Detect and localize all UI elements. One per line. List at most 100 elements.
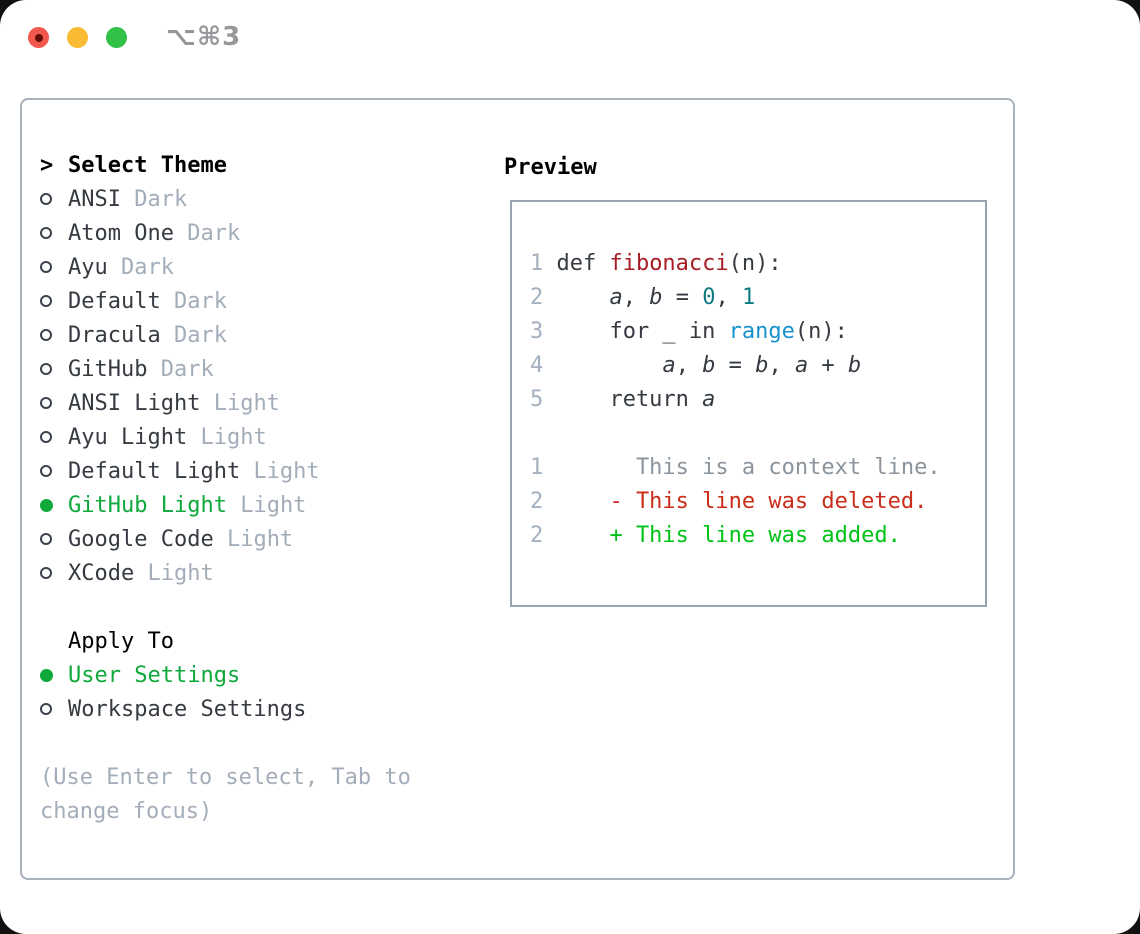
code-token-number: 1: [741, 285, 756, 310]
preview-title: Preview: [504, 155, 597, 180]
radio-icon: [40, 397, 52, 409]
code-token-deleted: - This line was deleted.: [556, 489, 928, 514]
theme-option-dracula[interactable]: Dracula Dark: [40, 319, 470, 353]
prompt-arrow-icon: >: [40, 153, 54, 178]
theme-variant-tag: Dark: [187, 221, 241, 246]
apply-to-option-label: User Settings: [68, 663, 241, 688]
theme-name: Ayu Light: [68, 425, 188, 450]
radio-icon: [40, 227, 52, 239]
minimize-button[interactable]: [67, 27, 88, 48]
theme-name: Ayu: [68, 255, 108, 280]
radio-selected-icon: [40, 498, 53, 512]
radio-icon: [40, 703, 52, 715]
code-token-function: fibonacci: [609, 251, 729, 276]
theme-option-github[interactable]: GitHub Dark: [40, 353, 470, 387]
theme-option-default-light[interactable]: Default Light Light: [40, 455, 470, 489]
line-number: 2: [530, 285, 544, 310]
line-number: 1: [530, 251, 544, 276]
keyboard-hint: (Use Enter to select, Tab to change focu…: [40, 765, 411, 824]
line-number: 5: [530, 387, 544, 412]
code-token-plain: (n):: [794, 319, 848, 344]
apply-to-option-label: Workspace Settings: [68, 697, 307, 722]
line-number: 3: [530, 319, 544, 344]
code-token-variable: b: [649, 285, 663, 310]
theme-option-xcode[interactable]: XCode Light: [40, 557, 470, 591]
theme-variant-tag: Light: [226, 527, 294, 552]
code-line: 2 a, b = 0, 1: [530, 281, 985, 315]
code-token-plain: +: [808, 353, 848, 378]
code-token-plain: [556, 353, 662, 378]
apply-to-option-workspace-settings[interactable]: Workspace Settings: [40, 693, 470, 727]
apply-to-title: Apply To: [68, 629, 174, 654]
code-token-variable: a: [702, 387, 716, 412]
theme-option-ansi[interactable]: ANSI Dark: [40, 183, 470, 217]
code-token-plain: return: [556, 387, 703, 412]
code-token-context: This is a context line.: [556, 455, 941, 480]
code-token-added: + This line was added.: [556, 523, 901, 548]
theme-name: ANSI Light: [68, 391, 201, 416]
theme-variant-tag: Dark: [134, 187, 188, 212]
line-number: 1: [530, 455, 544, 480]
zoom-button[interactable]: [106, 27, 127, 48]
code-token-plain: (n):: [728, 251, 782, 276]
diff-line-context: 1 This is a context line.: [530, 451, 985, 485]
code-line: 5 return a: [530, 383, 985, 417]
theme-variant-tag: Light: [147, 561, 214, 586]
code-token-variable: b: [755, 353, 769, 378]
radio-icon: [40, 261, 52, 273]
radio-icon: [40, 363, 52, 375]
code-token-plain: ,: [768, 353, 795, 378]
code-token-variable: a: [662, 353, 676, 378]
radio-icon: [40, 295, 52, 307]
theme-name: XCode: [68, 561, 135, 586]
window-shortcut-label: ⌥⌘3: [166, 22, 242, 52]
code-token-plain: [556, 285, 609, 310]
radio-icon: [40, 465, 52, 477]
theme-name: Dracula: [68, 323, 161, 348]
theme-option-default[interactable]: Default Dark: [40, 285, 470, 319]
theme-option-atom-one[interactable]: Atom One Dark: [40, 217, 470, 251]
theme-option-ayu-light[interactable]: Ayu Light Light: [40, 421, 470, 455]
theme-variant-tag: Light: [253, 459, 320, 484]
theme-variant-tag: Dark: [173, 323, 227, 348]
code-token-builtin: range: [728, 319, 795, 344]
code-token-variable: b: [847, 353, 862, 378]
theme-option-github-light[interactable]: GitHub Light Light: [40, 489, 470, 523]
line-number: 2: [530, 489, 544, 514]
theme-name: Default: [68, 289, 161, 314]
code-line: 1 def fibonacci(n):: [530, 247, 985, 281]
theme-list-title: Select Theme: [68, 153, 227, 178]
theme-variant-tag: Dark: [121, 255, 174, 280]
radio-icon: [40, 533, 52, 545]
code-token-plain: ,: [715, 285, 742, 310]
apply-to-option-user-settings[interactable]: User Settings: [40, 659, 470, 693]
line-number: 4: [530, 353, 544, 378]
line-number: 2: [530, 523, 544, 548]
titlebar: ⌥⌘3: [0, 0, 1140, 74]
theme-name: Google Code: [68, 527, 214, 552]
apply-to-header: Apply To: [40, 625, 470, 659]
theme-variant-tag: Dark: [173, 289, 227, 314]
theme-name: ANSI: [68, 187, 121, 212]
radio-icon: [40, 193, 52, 205]
radio-selected-icon: [40, 668, 53, 682]
code-token-plain: def: [556, 251, 610, 276]
code-token-number: 0: [702, 285, 716, 310]
theme-variant-tag: Light: [213, 391, 280, 416]
theme-name: Default Light: [68, 459, 241, 484]
theme-option-ansi-light[interactable]: ANSI Light Light: [40, 387, 470, 421]
theme-option-google-code[interactable]: Google Code Light: [40, 523, 470, 557]
theme-list-header: > Select Theme: [40, 149, 470, 183]
theme-variant-tag: Light: [200, 425, 267, 450]
theme-option-ayu[interactable]: Ayu Dark: [40, 251, 470, 285]
code-token-variable: b: [702, 353, 716, 378]
code-token-variable: a: [794, 353, 809, 378]
close-button[interactable]: [28, 27, 49, 48]
section-gap: [40, 591, 470, 625]
radio-icon: [40, 329, 52, 341]
